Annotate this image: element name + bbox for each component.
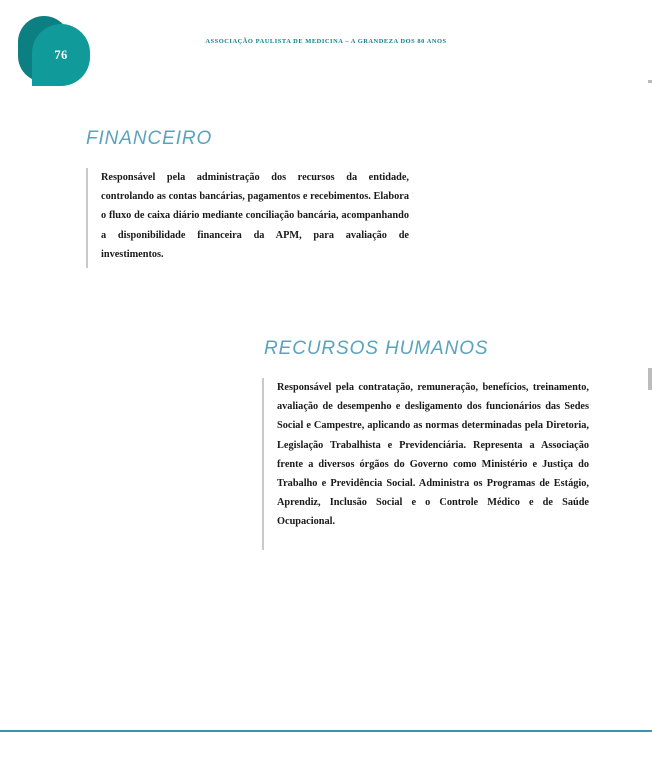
- section-recursos-humanos-body-wrap: Responsável pela contratação, remuneraçã…: [262, 378, 602, 550]
- section-recursos-humanos: RECURSOS HUMANOS Responsável pela contra…: [262, 338, 602, 550]
- footer-rule: [0, 730, 652, 732]
- section-financeiro-heading: FINANCEIRO: [86, 128, 213, 149]
- section-financeiro-body: Responsável pela administração dos recur…: [101, 172, 409, 260]
- section-financeiro-body-wrap: Responsável pela administração dos recur…: [86, 168, 436, 268]
- page-edge-mark-upper: [648, 80, 652, 83]
- page-number: 76: [54, 47, 68, 62]
- page-edge-mark-middle: [648, 368, 652, 390]
- page-edge-notch: [645, 0, 652, 80]
- badge-shape-front-icon: [32, 24, 90, 86]
- page-number-badge: 76: [18, 16, 90, 88]
- section-financeiro: FINANCEIRO Responsável pela administraçã…: [86, 128, 436, 268]
- section-recursos-humanos-body: Responsável pela contratação, remuneraçã…: [277, 382, 589, 528]
- section-financeiro-divider: [86, 168, 88, 268]
- running-header: ASSOCIAÇÃO PAULISTA DE MEDICINA – A GRAN…: [205, 38, 447, 45]
- section-recursos-humanos-divider: [262, 378, 264, 550]
- section-recursos-humanos-heading: RECURSOS HUMANOS: [264, 338, 489, 359]
